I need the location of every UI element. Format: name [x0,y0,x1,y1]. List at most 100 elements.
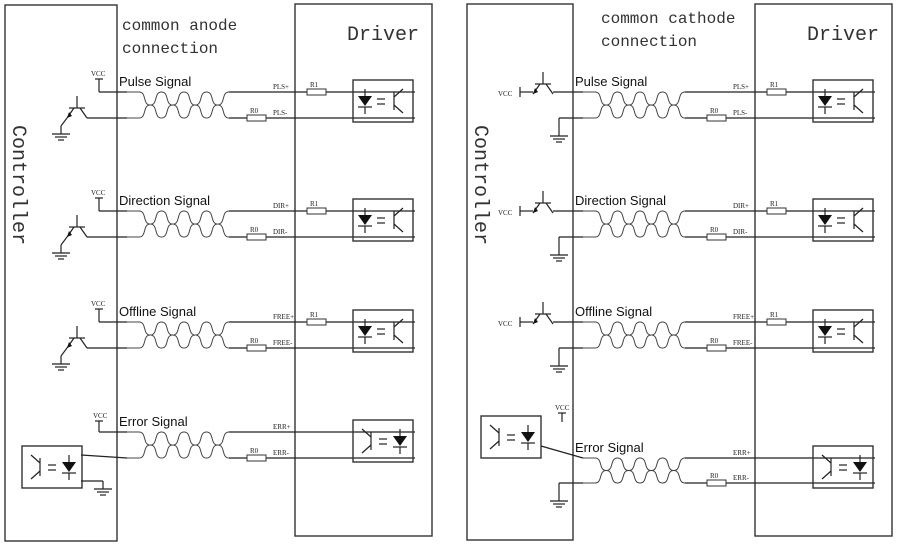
resistor-icon: R0 [246,337,267,352]
twisted-pair-icon [583,321,686,349]
panel-subtitle: connection [601,33,697,51]
phototransistor-collector [30,454,41,464]
phototransistor-emitter [821,470,832,480]
wire [80,454,128,459]
phototransistor-emitter [853,223,864,233]
optocoupler-icon [812,198,874,242]
driver-box [754,3,893,537]
ground-icon [52,245,70,260]
ground-icon [550,358,568,373]
resistor-body [306,318,327,326]
signal-name: Error Signal [119,414,188,429]
led-icon [393,436,407,446]
twisted-strand [583,321,686,349]
twisted-strand [127,431,230,459]
resistor-icon: R0 [246,107,267,122]
resistor-body [706,233,727,241]
phototransistor-collector [853,318,864,328]
resistor-body [246,114,267,122]
twisted-pair-icon [127,431,230,459]
driver-label: Driver [807,24,879,47]
transistor-collector [79,107,88,119]
resistor-icon: R0 [706,107,727,122]
optocoupler-icon [352,419,414,463]
panel-title: common cathode [601,10,735,28]
resistor-label: R0 [710,472,719,480]
resistor-label: R1 [770,200,779,208]
transistor-collector [79,337,88,349]
resistor-body [766,88,787,96]
optocoupler-box [812,198,874,242]
resistor-label: R0 [250,447,259,455]
phototransistor-collector [821,454,832,464]
phototransistor-collector [393,88,404,98]
terminal-plus: FREE+ [273,313,294,321]
resistor-label: R1 [310,200,319,208]
controller-box [4,4,118,542]
optocoupler-icon [812,79,874,123]
twisted-pair-icon [583,210,686,238]
terminal-plus: ERR+ [733,449,751,457]
twisted-strand [583,321,686,349]
optocoupler-icon [352,79,414,123]
vcc-label: VCC [498,90,513,98]
resistor-icon: R0 [246,226,267,241]
led-icon [62,462,76,472]
signal-name: Error Signal [575,440,644,455]
resistor-body [706,479,727,487]
twisted-pair-icon [583,91,686,119]
terminal-plus: FREE+ [733,313,754,321]
vcc-label: VCC [91,70,106,78]
signal-name: Pulse Signal [119,74,191,89]
phototransistor-emitter [853,334,864,344]
twisted-strand [127,321,230,349]
phototransistor-emitter [853,104,864,114]
terminal-minus: FREE- [273,339,293,347]
led-icon [358,326,372,336]
signal-name: Offline Signal [119,304,196,319]
ground-icon [550,493,568,508]
transistor-arrow [533,88,538,94]
terminal-minus: DIR- [733,228,748,236]
wire [60,347,68,357]
transistor-arrow [533,207,538,213]
resistor-icon: R1 [306,311,327,326]
vcc-label: VCC [93,412,108,420]
twisted-pair-icon [127,91,230,119]
phototransistor-collector [489,424,500,434]
resistor-label: R0 [250,107,259,115]
vcc-label: VCC [91,300,106,308]
wire [60,117,68,127]
phototransistor-collector [853,88,864,98]
resistor-icon: R1 [306,81,327,96]
led-icon [358,96,372,106]
terminal-minus: DIR- [273,228,288,236]
resistor-label: R0 [710,107,719,115]
driver-box [294,3,433,537]
transistor-arrow [533,318,538,324]
led-icon [818,96,832,106]
optocoupler-icon [812,445,874,489]
resistor-label: R0 [710,226,719,234]
controller-box [466,3,574,541]
resistor-body [306,207,327,215]
ground-icon [52,126,70,141]
twisted-strand [127,431,230,459]
terminal-minus: ERR- [273,449,290,457]
terminal-plus: DIR+ [733,202,749,210]
optocoupler-box [812,79,874,123]
phototransistor-emitter [393,104,404,114]
optocoupler-icon [480,415,542,459]
resistor-body [706,344,727,352]
ground-icon [550,128,568,143]
twisted-strand [127,91,230,119]
transistor-arrow [67,112,72,118]
vcc-label: VCC [555,404,570,412]
resistor-body [246,344,267,352]
led-icon [358,215,372,225]
panel-subtitle: connection [122,40,218,58]
